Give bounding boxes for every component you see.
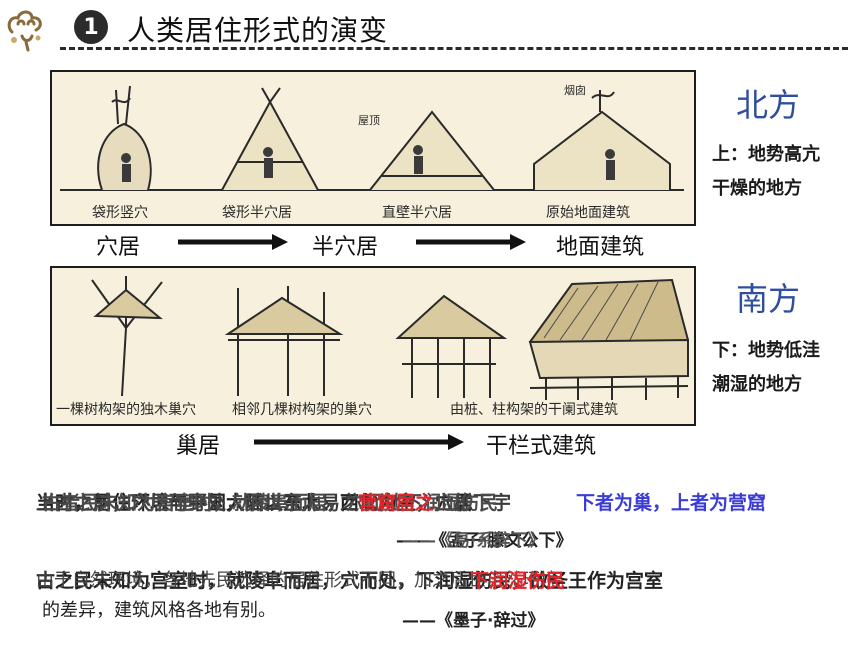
north-dwellings-illustration: 屋顶 烟囱 袋形竖穴 袋形半穴居 直壁半穴居 原始地面建筑 <box>50 70 696 226</box>
south-dwellings-illustration: 一棵树构架的独木巢穴 相邻几棵树构架的巢穴 由桩、柱构架的干阑式建筑 <box>50 266 696 426</box>
cloud-scroll-logo-icon <box>7 10 42 52</box>
illustration-caption: 原始地面建筑 <box>546 205 630 221</box>
highlight-blue: 下者为巢，上者为营窟 <box>576 492 767 514</box>
stage-semi-cave-dwelling: 半穴居 <box>312 235 379 260</box>
region-north-heading: 北方 <box>736 86 801 124</box>
stage-cave-dwelling: 穴居 <box>96 235 141 260</box>
illustration-caption: 由桩、柱构架的干阑式建筑 <box>450 401 618 418</box>
quote-layer: 上古之前，穴居而野处，后世圣人易之以宫室，上栋下宇 <box>36 492 512 514</box>
body-text-line: 的差异，建筑风格各地有别。 <box>42 600 276 621</box>
illustration-caption: 直壁半穴居 <box>382 204 452 221</box>
arrow-right-icon <box>416 234 526 250</box>
south-dwellings-drawing: 一棵树构架的独木巢穴 相邻几棵树构架的巢穴 由桩、柱构架的干阑式建筑 <box>56 276 689 418</box>
illustration-label-chimney: 烟囱 <box>564 83 586 97</box>
quote-source: ——《孟子·滕文公下》 <box>396 531 573 551</box>
arrow-right-icon <box>178 234 288 250</box>
arrow-right-icon <box>254 434 464 450</box>
north-dwellings-drawing: 屋顶 烟囱 袋形竖穴 袋形半穴居 直壁半穴居 原始地面建筑 <box>60 83 684 221</box>
quote-layer: 古者民未知为宫室时，就陵阜而居，穴而处下润湿伤民 <box>42 492 499 514</box>
north-terrain-description: 上：地势高亢 干燥的地方 <box>712 144 820 199</box>
stage-nest-dwelling: 巢居 <box>176 434 221 459</box>
section-number-badge: 1 <box>74 10 108 44</box>
quote-block-2: 古之民未知为宫室时，就陵阜而居，穴而处，下润湿伤民，故圣王作为宫室 由于自然环境… <box>36 566 826 636</box>
stage-stilt-building: 干栏式建筑 <box>486 434 597 459</box>
illustration-caption: 相邻几棵树构架的巢穴 <box>232 402 372 418</box>
illustration-caption: 袋形竖穴 <box>92 205 148 221</box>
highlight-red: 下润湿伤民 <box>470 570 566 592</box>
illustration-caption: 袋形半穴居 <box>222 205 292 221</box>
illustration-caption: 一棵树构架的独木巢穴 <box>56 402 196 418</box>
page-title: 人类居住形式的演变 <box>127 14 389 47</box>
quote-layer: 由于自然环境，各地先民选择的居住形式不同，加之后世自然环境 <box>36 570 558 591</box>
quote-layer: 当时，居住环境与中国大陆以东北、西北为主，穴居 <box>36 492 474 514</box>
quote-layer: 古之民未知为宫室时，就陵阜而居，穴而处，下润湿伤民，故圣王作为宫室 <box>36 570 664 592</box>
region-south-heading: 南方 <box>736 280 801 318</box>
dashed-divider <box>60 47 848 50</box>
stage-ground-building: 地面建筑 <box>556 235 645 260</box>
highlight-red: 营窟居之 <box>358 492 435 514</box>
south-terrain-description: 下：地势低洼 潮湿的地方 <box>712 340 820 395</box>
quote-source: ——《易·系辞下》 <box>402 531 545 551</box>
illustration-label-roof: 屋顶 <box>358 114 380 127</box>
quote-source: ——《墨子·辞过》 <box>402 611 545 631</box>
quote-block-1: 当时，居住环境与中国大陆以东北、西北为主，穴居 上古之前，穴居而野处，后世圣人易… <box>36 488 826 552</box>
